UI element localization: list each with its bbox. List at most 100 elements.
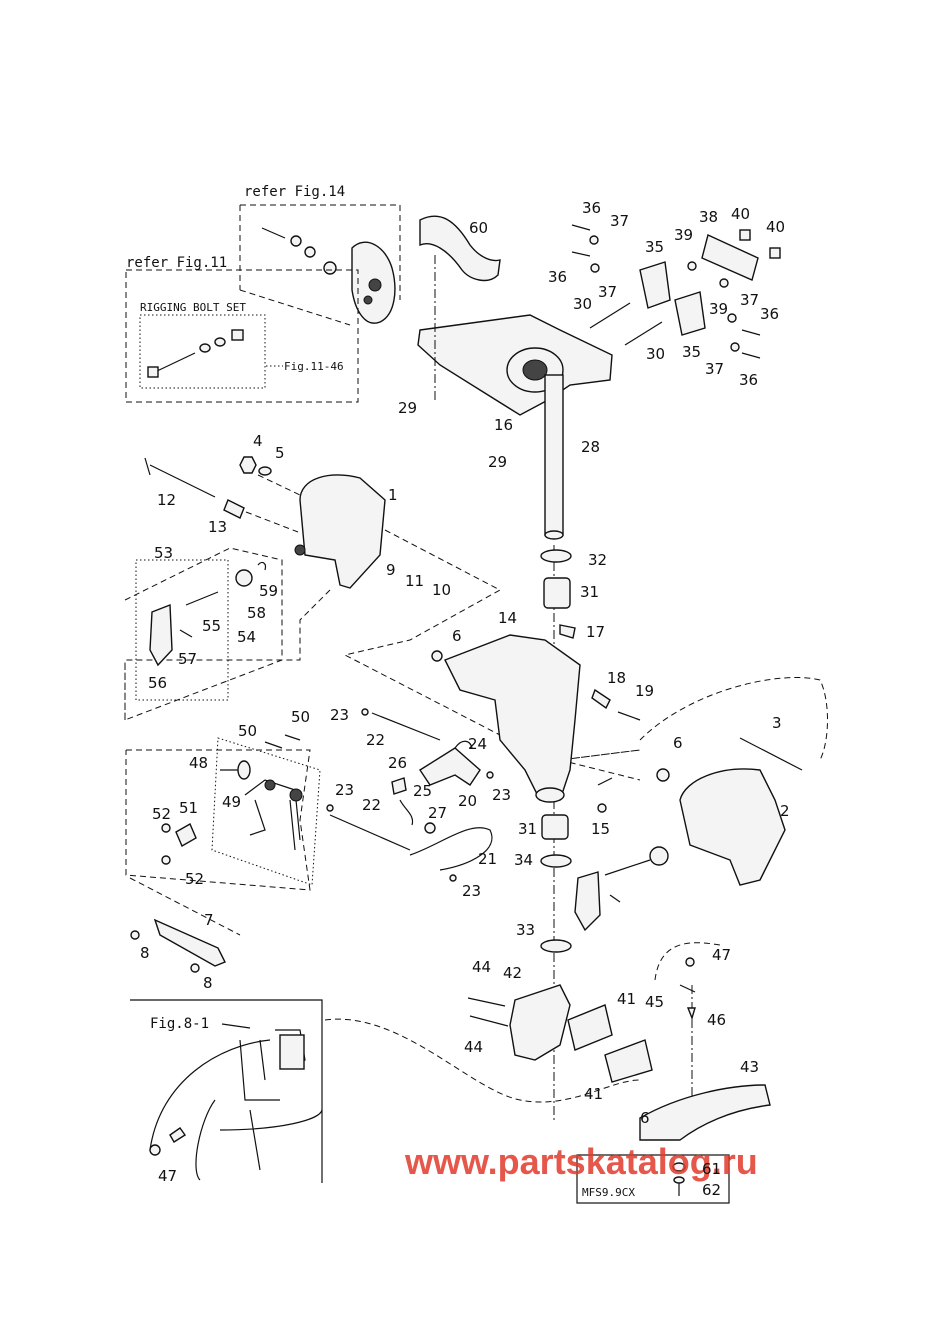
part-callout-3[interactable]: 3 [772,714,782,732]
part-callout-13[interactable]: 13 [208,518,227,536]
clamp-bracket-left [144,456,386,589]
part-callout-44[interactable]: 44 [472,958,491,976]
part-callout-17[interactable]: 17 [586,623,605,641]
part-callout-49[interactable]: 49 [222,793,241,811]
part-callout-58[interactable]: 58 [247,604,266,622]
part-callout-19[interactable]: 19 [635,682,654,700]
part-callout-27[interactable]: 27 [428,804,447,822]
part-callout-14[interactable]: 14 [498,609,517,627]
part-callout-5[interactable]: 5 [275,444,285,462]
part-callout-10[interactable]: 10 [432,581,451,599]
part-callout-6[interactable]: 6 [640,1109,650,1127]
part-callout-37[interactable]: 37 [740,291,759,309]
part-callout-60[interactable]: 60 [469,219,488,237]
part-callout-39[interactable]: 39 [674,226,693,244]
part-callout-53[interactable]: 53 [154,544,173,562]
part-callout-55[interactable]: 55 [202,617,221,635]
part-callout-48[interactable]: 48 [189,754,208,772]
part-callout-37[interactable]: 37 [598,283,617,301]
part-callout-2[interactable]: 2 [780,802,790,820]
part-callout-44[interactable]: 44 [464,1038,483,1056]
part-callout-4[interactable]: 4 [253,432,263,450]
part-callout-30[interactable]: 30 [646,345,665,363]
part-callout-6[interactable]: 6 [452,627,462,645]
part-callout-52[interactable]: 52 [152,805,171,823]
part-callout-47[interactable]: 47 [712,946,731,964]
part-callout-21[interactable]: 21 [478,850,497,868]
part-callout-23[interactable]: 23 [462,882,481,900]
side-plate-group [130,918,226,973]
part-callout-37[interactable]: 37 [610,212,629,230]
part-callout-35[interactable]: 35 [682,343,701,361]
part-callout-50[interactable]: 50 [291,708,310,726]
part-callout-24[interactable]: 24 [468,735,487,753]
part-callout-9[interactable]: 9 [386,561,396,579]
part-callout-41[interactable]: 41 [584,1085,603,1103]
part-callout-31[interactable]: 31 [580,583,599,601]
watermark: www.partskatalog.ru [404,1141,758,1182]
part-callout-20[interactable]: 20 [458,792,477,810]
part-callout-47[interactable]: 47 [158,1167,177,1185]
part-callout-12[interactable]: 12 [157,491,176,509]
part-callout-50[interactable]: 50 [238,722,257,740]
refer-fig-14-label[interactable]: refer Fig.14 [244,184,345,200]
part-callout-32[interactable]: 32 [588,551,607,569]
lower-parts [467,957,771,1141]
part-callout-37[interactable]: 37 [705,360,724,378]
part-callout-33[interactable]: 33 [516,921,535,939]
part-callout-28[interactable]: 28 [581,438,600,456]
part-callout-36[interactable]: 36 [739,371,758,389]
part-callout-56[interactable]: 56 [148,674,167,692]
part-callout-36[interactable]: 36 [582,199,601,217]
part-callout-40[interactable]: 40 [766,218,785,236]
part-callout-29[interactable]: 29 [398,399,417,417]
part-callout-38[interactable]: 38 [699,208,718,226]
part-callout-45[interactable]: 45 [645,993,664,1011]
part-callout-23[interactable]: 23 [330,706,349,724]
part-callout-41[interactable]: 41 [617,990,636,1008]
swivel-bracket-assembly [417,215,613,540]
part-callout-1[interactable]: 1 [388,486,398,504]
part-callout-40[interactable]: 40 [731,205,750,223]
part-callout-29[interactable]: 29 [488,453,507,471]
part-callout-43[interactable]: 43 [740,1058,759,1076]
part-callout-6[interactable]: 6 [673,734,683,752]
part-callout-15[interactable]: 15 [591,820,610,838]
part-callout-8[interactable]: 8 [140,944,150,962]
part-callout-34[interactable]: 34 [514,851,533,869]
part-callout-25[interactable]: 25 [413,782,432,800]
part-callout-52[interactable]: 52 [185,870,204,888]
part-callout-46[interactable]: 46 [707,1011,726,1029]
refer-fig-14-group: refer Fig.14 [239,184,401,326]
part-callout-57[interactable]: 57 [178,650,197,668]
rigging-bolt-set-label: RIGGING BOLT SET [140,301,246,314]
part-callout-7[interactable]: 7 [204,911,214,929]
part-callout-62[interactable]: 62 [702,1181,721,1199]
part-callout-18[interactable]: 18 [607,669,626,687]
callout-labels: 1234566678891011121314151617181920212222… [140,199,790,1199]
part-callout-59[interactable]: 59 [259,582,278,600]
part-callout-22[interactable]: 22 [362,796,381,814]
part-callout-26[interactable]: 26 [388,754,407,772]
part-callout-22[interactable]: 22 [366,731,385,749]
part-callout-35[interactable]: 35 [645,238,664,256]
swivel-housing [431,549,641,953]
part-callout-42[interactable]: 42 [503,964,522,982]
part-callout-36[interactable]: 36 [548,268,567,286]
part-callout-8[interactable]: 8 [203,974,213,992]
fig-8-1-label[interactable]: Fig.8-1 [150,1016,209,1032]
part-callout-36[interactable]: 36 [760,305,779,323]
part-callout-11[interactable]: 11 [405,572,424,590]
part-callout-61[interactable]: 61 [702,1160,721,1178]
part-callout-23[interactable]: 23 [335,781,354,799]
part-callout-30[interactable]: 30 [573,295,592,313]
part-callout-23[interactable]: 23 [492,786,511,804]
fig-11-46-label[interactable]: Fig.11-46 [284,360,344,373]
part-callout-31[interactable]: 31 [518,820,537,838]
part-callout-39[interactable]: 39 [709,300,728,318]
part-callout-16[interactable]: 16 [494,416,513,434]
refer-fig-11-label[interactable]: refer Fig.11 [126,255,227,271]
part-callout-51[interactable]: 51 [179,799,198,817]
part-callout-54[interactable]: 54 [237,628,256,646]
